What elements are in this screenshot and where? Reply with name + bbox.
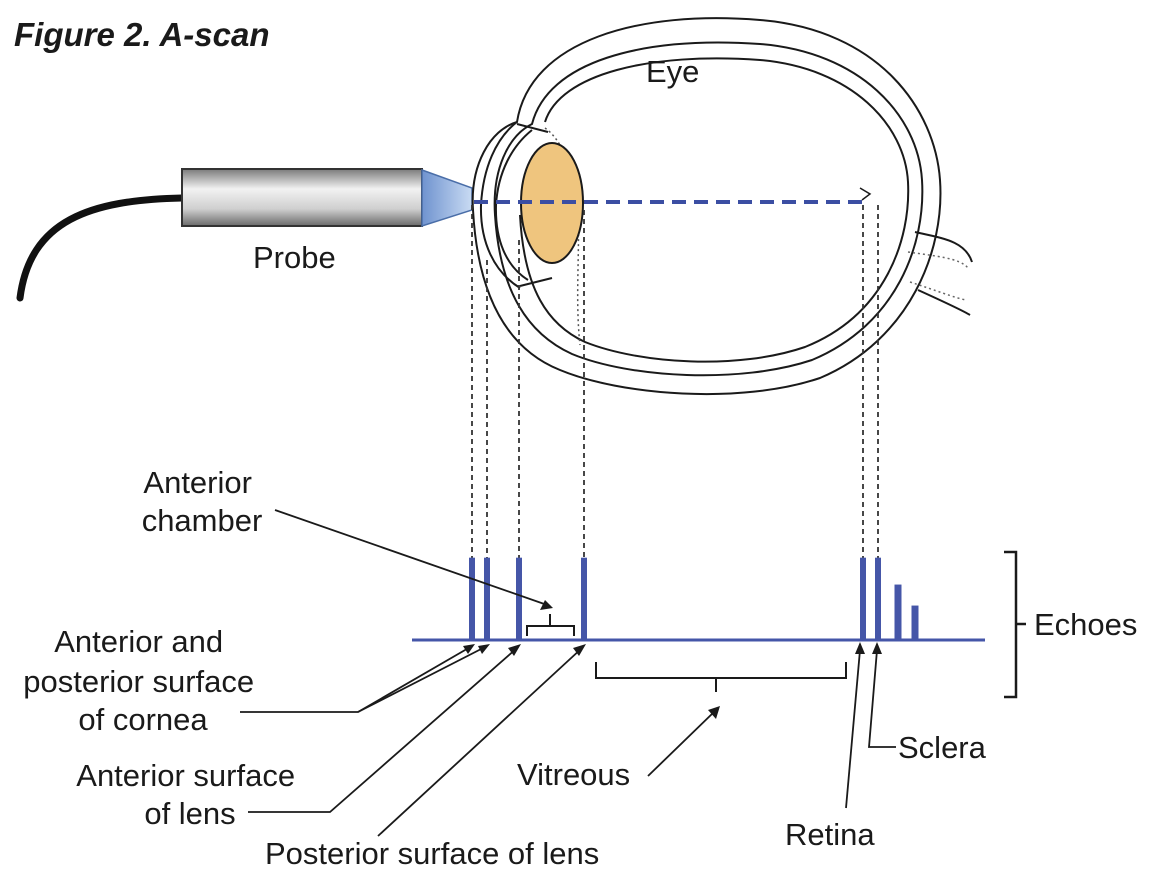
cornea-leader-2 xyxy=(357,645,488,713)
lens-posterior-leader xyxy=(377,647,583,837)
anterior-chamber-arrow xyxy=(274,509,551,607)
anterior-chamber-arrowhead xyxy=(540,600,553,610)
echo-spike-anterior-cornea xyxy=(469,557,475,640)
cornea-label: Anterior and posterior surface of cornea xyxy=(23,624,263,737)
lens-posterior-arrowhead xyxy=(573,644,586,656)
vitreous-label: Vitreous xyxy=(517,757,630,792)
eye-globe xyxy=(471,17,942,396)
anterior-chamber-bracket xyxy=(526,614,575,636)
echo-spike-orbit-1 xyxy=(894,584,902,640)
echoes-label: Echoes xyxy=(1034,607,1137,642)
echo-spikes xyxy=(469,557,919,640)
sclera-leader xyxy=(868,649,896,748)
lens-posterior-label: Posterior surface of lens xyxy=(265,836,599,871)
cornea-leader xyxy=(240,645,473,713)
echo-spike-sclera xyxy=(875,557,881,640)
beam-end-marker xyxy=(859,187,872,201)
echo-spike-posterior-cornea xyxy=(484,557,490,640)
echo-spike-orbit-2 xyxy=(911,605,919,640)
probe-cable xyxy=(16,194,186,302)
vitreous-bracket xyxy=(595,662,847,692)
probe-tip xyxy=(421,168,473,228)
sclera-arrowhead xyxy=(872,642,882,654)
echo-spike-anterior-lens xyxy=(516,557,522,640)
retina-leader xyxy=(845,649,861,809)
eye-label: Eye xyxy=(646,54,699,89)
cornea-arrowhead-2 xyxy=(478,644,490,654)
retina-arrowhead xyxy=(855,642,865,654)
optic-nerve xyxy=(914,231,973,316)
cornea-arrowhead-1 xyxy=(463,644,475,654)
echo-spike-posterior-lens xyxy=(581,557,587,640)
vitreous-arrowhead xyxy=(708,706,720,719)
projection-guides xyxy=(471,205,879,560)
echo-spike-retina xyxy=(860,557,866,640)
optic-nerve-inner xyxy=(907,251,969,301)
sclera-label: Sclera xyxy=(898,730,987,765)
retina-label: Retina xyxy=(785,817,875,852)
probe-body xyxy=(181,168,423,227)
anterior-chamber-label: Anterior chamber xyxy=(142,465,263,538)
lens-anterior-label: Anterior surface of lens xyxy=(76,758,303,831)
probe-label: Probe xyxy=(253,240,336,275)
vitreous-arrow xyxy=(647,711,715,777)
lens-anterior-arrowhead xyxy=(508,644,521,656)
figure-title: Figure 2. A-scan xyxy=(14,16,270,53)
lens-anterior-leader xyxy=(248,647,518,813)
echoes-bracket xyxy=(1004,550,1026,699)
